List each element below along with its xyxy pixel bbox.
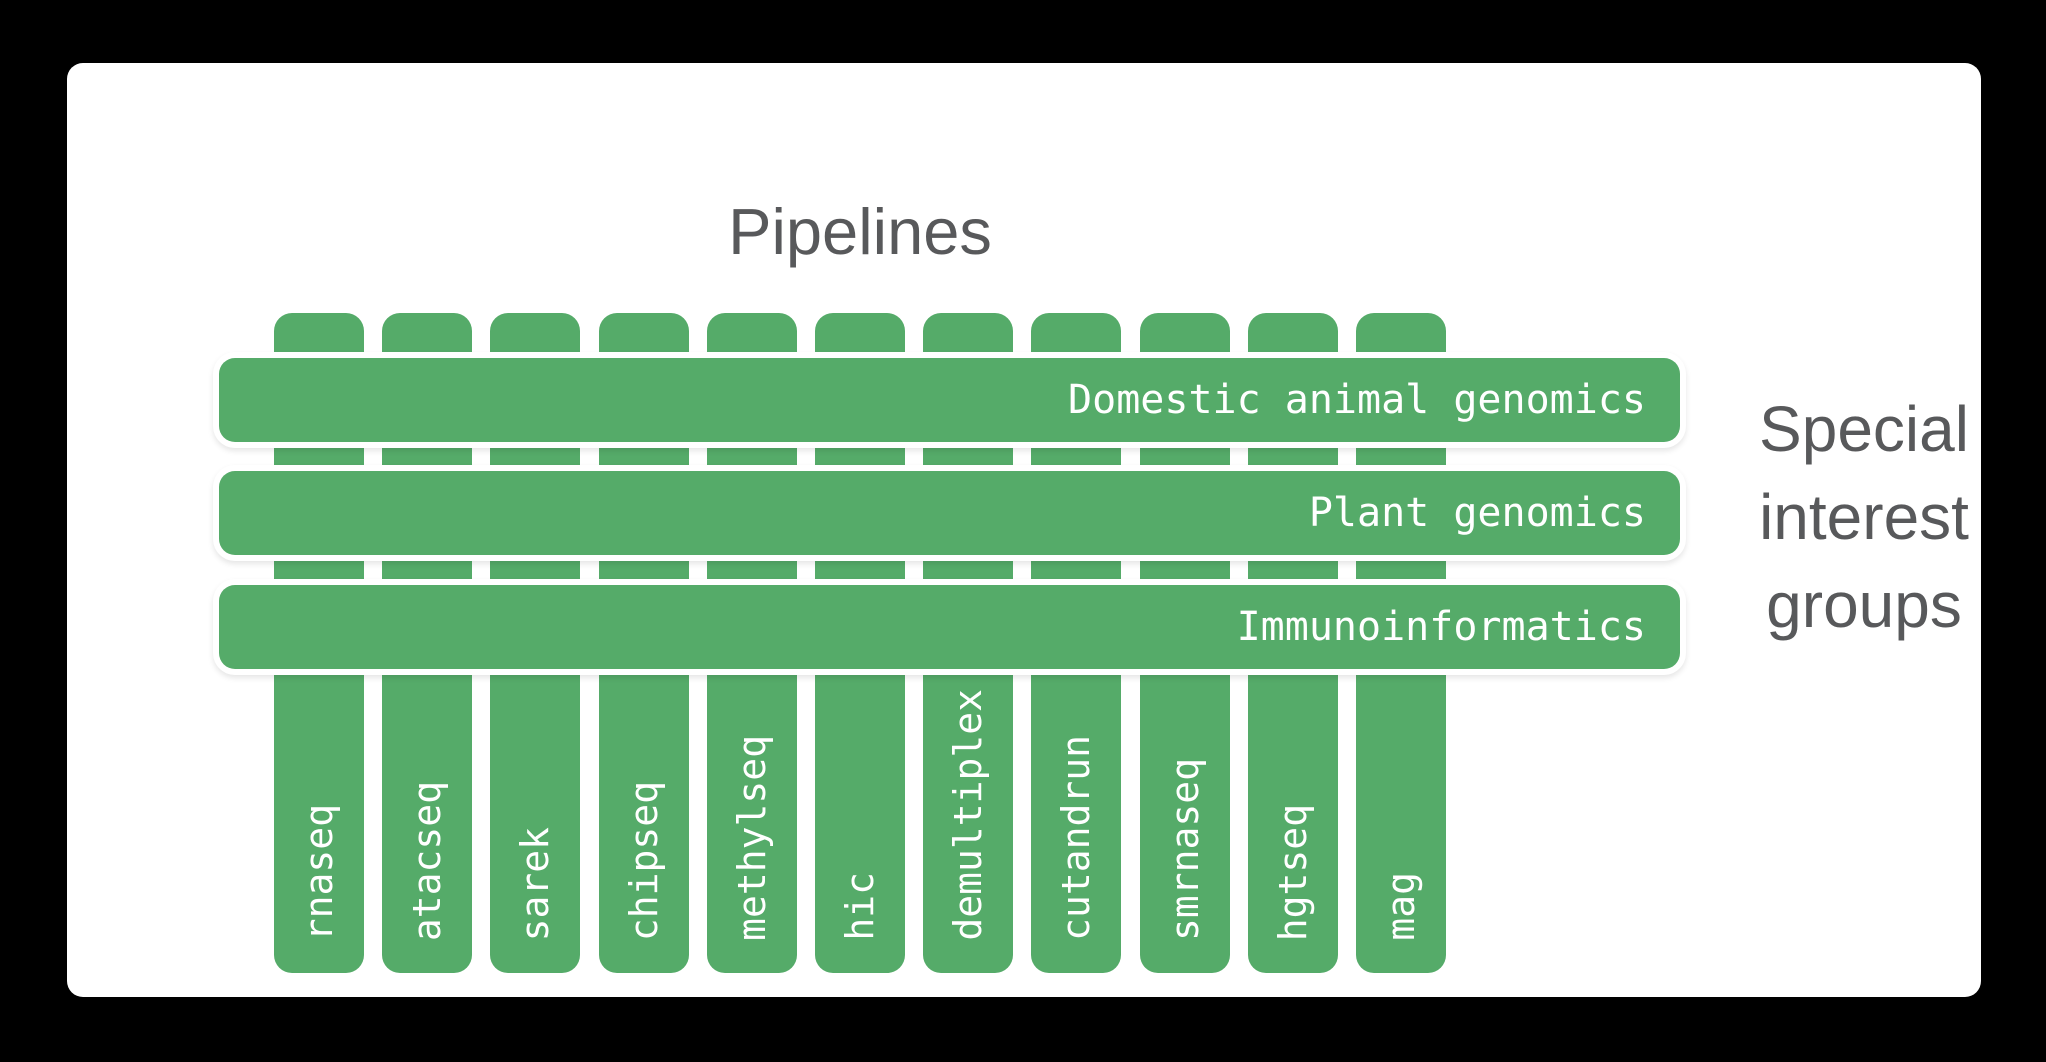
side-label-line: Special [1759, 393, 1969, 465]
pipeline-label: rnaseq [297, 803, 341, 941]
group-bar-plant-genomics: Plant genomics [219, 471, 1680, 555]
pipeline-label: sarek [513, 826, 557, 941]
pipeline-label: atacseq [405, 780, 449, 941]
pipeline-label: hgtseq [1271, 803, 1315, 941]
pipeline-label: hic [838, 872, 882, 941]
pipeline-label: chipseq [622, 780, 666, 941]
figure-card: Pipelines rnaseq atacseq sarek chipseq methy… [67, 63, 1981, 997]
group-label: Domestic animal genomics [1068, 377, 1646, 423]
pipeline-label: demultiplex [946, 689, 990, 941]
pipeline-label: cutandrun [1054, 735, 1098, 941]
group-label: Immunoinformatics [1236, 604, 1646, 650]
group-label: Plant genomics [1308, 490, 1646, 536]
pipeline-label: smrnaseq [1163, 757, 1207, 941]
pipeline-label: mag [1379, 872, 1423, 941]
side-label-line: interest [1759, 481, 1969, 553]
group-bar-domestic-animal-genomics: Domestic animal genomics [219, 358, 1680, 442]
pipelines-title: Pipelines [728, 195, 992, 268]
group-bar-immunoinformatics: Immunoinformatics [219, 585, 1680, 669]
side-label-line: groups [1766, 569, 1962, 641]
pipeline-label: methylseq [730, 735, 774, 941]
special-interest-groups-label: Special interest groups [1614, 385, 2046, 649]
